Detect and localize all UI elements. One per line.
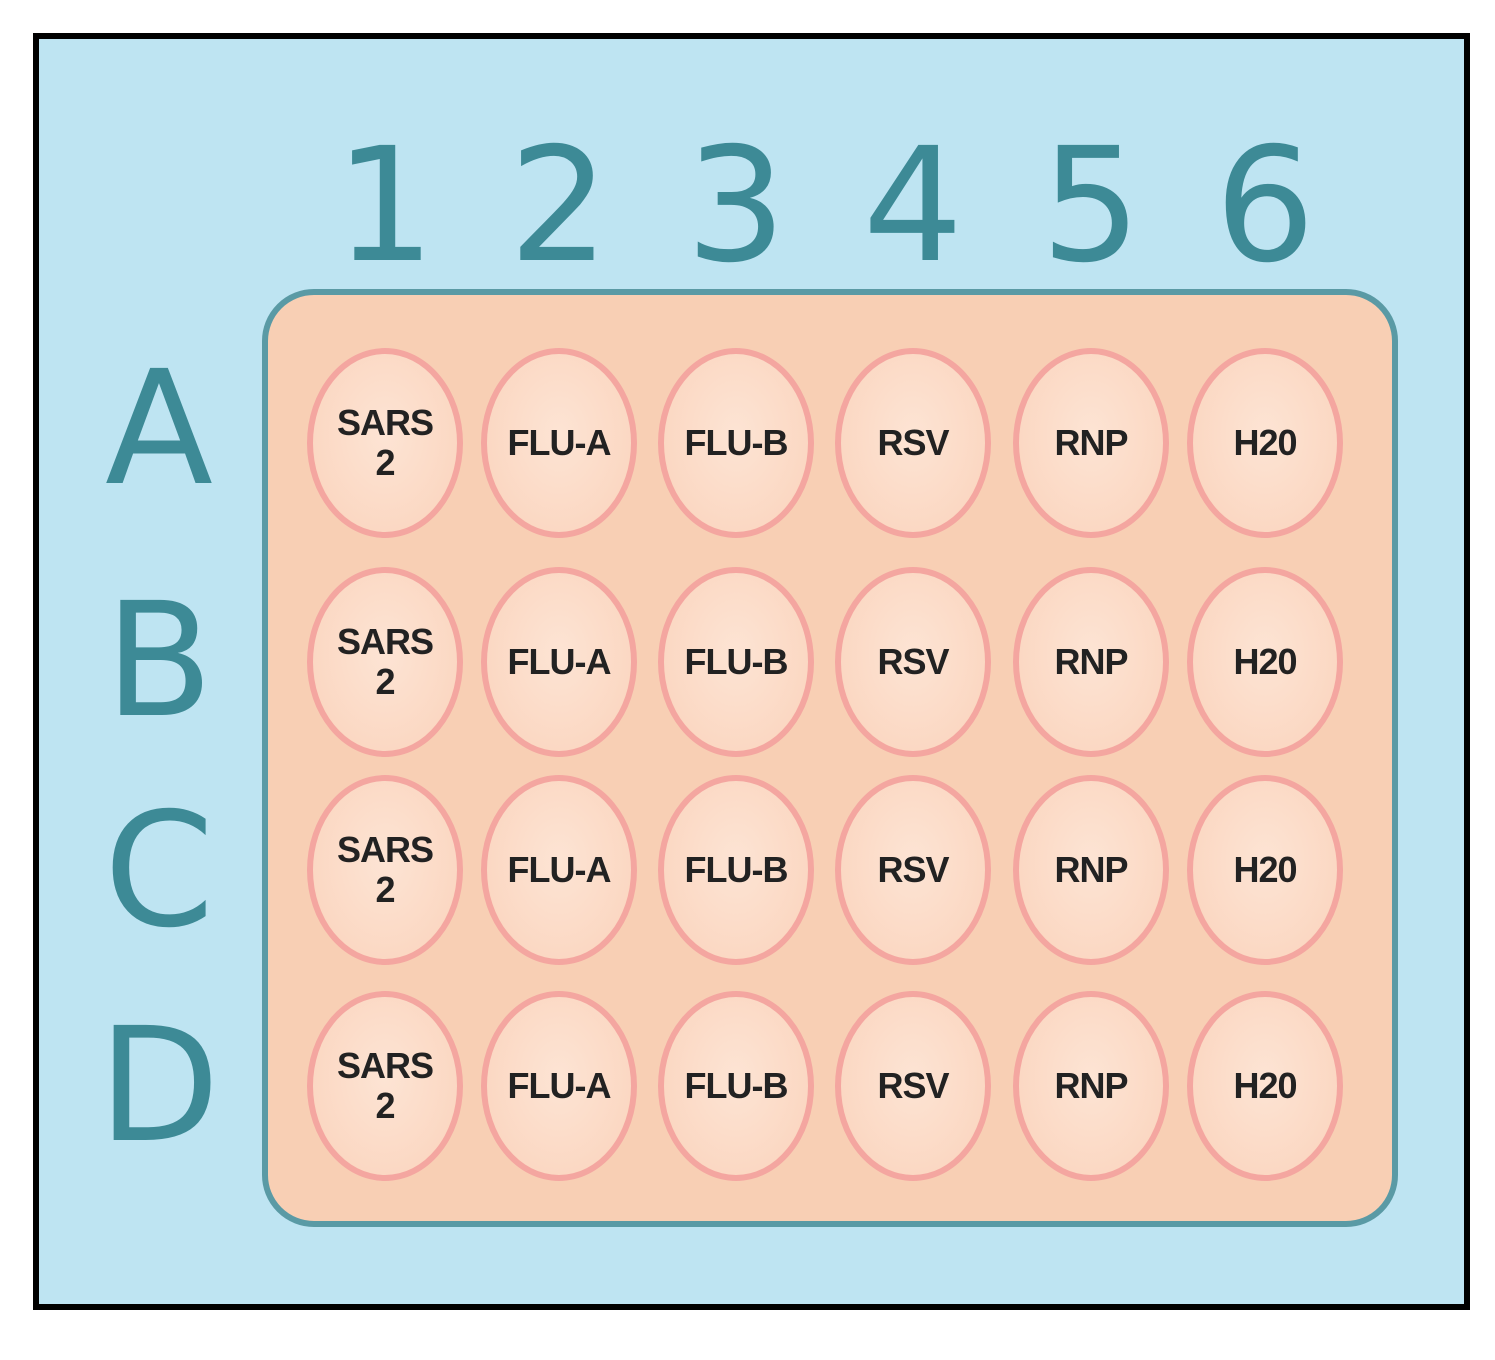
- column-label-6: 6: [1214, 114, 1316, 298]
- well-a3: FLU-B: [658, 348, 814, 538]
- column-label-3: 3: [685, 114, 787, 298]
- well-label: H20: [1233, 849, 1297, 890]
- well-d3: FLU-B: [658, 991, 814, 1181]
- well-a5: RNP: [1013, 348, 1169, 538]
- well-b5: RNP: [1013, 567, 1169, 757]
- well-label: FLU-A: [507, 641, 612, 682]
- well-c5: RNP: [1013, 775, 1169, 965]
- column-label-5: 5: [1040, 114, 1142, 298]
- well-b1: SARS 2: [307, 567, 463, 757]
- well-d6: H20: [1187, 991, 1343, 1181]
- well-label: RSV: [877, 641, 949, 682]
- well-label: SARS 2: [336, 621, 434, 702]
- row-label-b: B: [104, 569, 214, 753]
- well-c3: FLU-B: [658, 775, 814, 965]
- well-d4: RSV: [835, 991, 991, 1181]
- row-label-a: A: [104, 337, 214, 521]
- well-label: SARS 2: [336, 829, 434, 910]
- well-label: FLU-A: [507, 1065, 612, 1106]
- well-label: SARS 2: [336, 1045, 434, 1126]
- well-b6: H20: [1187, 567, 1343, 757]
- well-d5: RNP: [1013, 991, 1169, 1181]
- well-label: FLU-B: [684, 849, 789, 890]
- plate-diagram-frame: 1 2 3 4 5 6 A B C D SARS 2 FLU-A FLU-B RSV R…: [33, 33, 1470, 1310]
- well-label: FLU-B: [684, 1065, 789, 1106]
- well-label: RSV: [877, 422, 949, 463]
- well-label: RNP: [1054, 1065, 1128, 1106]
- well-label: H20: [1233, 422, 1297, 463]
- well-c4: RSV: [835, 775, 991, 965]
- well-label: RNP: [1054, 641, 1128, 682]
- well-a1: SARS 2: [307, 348, 463, 538]
- well-b2: FLU-A: [481, 567, 637, 757]
- well-a4: RSV: [835, 348, 991, 538]
- well-label: RSV: [877, 1065, 949, 1106]
- well-label: RNP: [1054, 849, 1128, 890]
- well-label: RSV: [877, 849, 949, 890]
- column-label-1: 1: [334, 114, 436, 298]
- well-a6: H20: [1187, 348, 1343, 538]
- well-d2: FLU-A: [481, 991, 637, 1181]
- well-label: SARS 2: [336, 402, 434, 483]
- well-label: H20: [1233, 1065, 1297, 1106]
- well-label: FLU-A: [507, 422, 612, 463]
- row-label-c: C: [103, 779, 215, 963]
- row-label-d: D: [98, 994, 220, 1178]
- well-b4: RSV: [835, 567, 991, 757]
- well-label: FLU-A: [507, 849, 612, 890]
- well-d1: SARS 2: [307, 991, 463, 1181]
- well-label: FLU-B: [684, 422, 789, 463]
- well-c2: FLU-A: [481, 775, 637, 965]
- column-label-4: 4: [862, 114, 964, 298]
- well-c1: SARS 2: [307, 775, 463, 965]
- well-a2: FLU-A: [481, 348, 637, 538]
- well-c6: H20: [1187, 775, 1343, 965]
- well-label: FLU-B: [684, 641, 789, 682]
- well-b3: FLU-B: [658, 567, 814, 757]
- column-label-2: 2: [508, 114, 610, 298]
- well-label: H20: [1233, 641, 1297, 682]
- well-label: RNP: [1054, 422, 1128, 463]
